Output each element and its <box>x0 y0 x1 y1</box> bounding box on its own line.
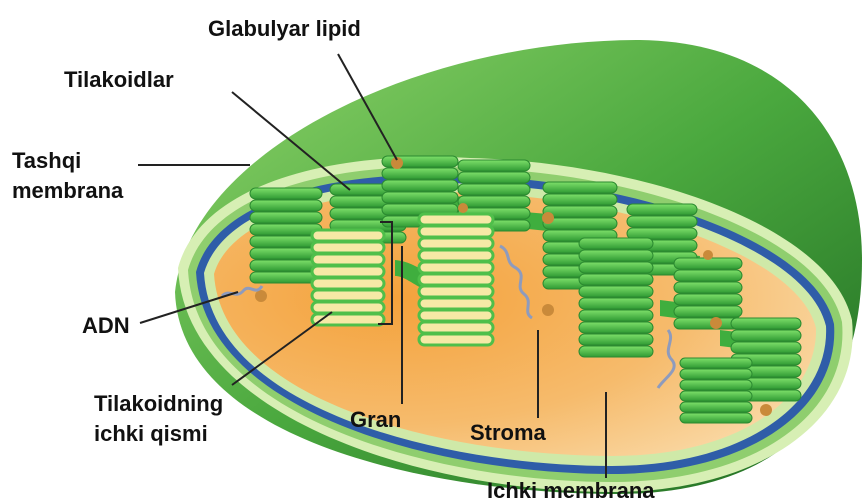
thylakoid-disc <box>312 266 384 277</box>
label-tilakoid-ichki-2: ichki qismi <box>94 421 208 446</box>
thylakoid-disc <box>419 274 493 285</box>
thylakoid-disc <box>419 334 493 345</box>
thylakoid-disc <box>674 306 742 317</box>
label-glabulyar-lipid: Glabulyar lipid <box>208 16 361 41</box>
thylakoid-disc <box>312 278 384 289</box>
thylakoid-disc <box>579 346 653 357</box>
label-ichki-membrana: Ichki membrana <box>487 478 655 502</box>
label-tashqi-membrana-1: Tashqi <box>12 148 81 173</box>
thylakoid-disc <box>579 286 653 297</box>
thylakoid-disc <box>543 182 617 193</box>
thylakoid-disc <box>680 369 752 379</box>
thylakoid-disc <box>731 330 801 341</box>
thylakoid-disc <box>382 168 458 179</box>
thylakoid-disc <box>382 180 458 191</box>
lipid-droplet <box>255 290 267 302</box>
lipid-droplet <box>542 212 554 224</box>
thylakoid-disc <box>680 380 752 390</box>
thylakoid-disc <box>458 160 530 171</box>
thylakoid-disc <box>579 298 653 309</box>
thylakoid-disc <box>250 200 322 211</box>
thylakoid-disc <box>312 302 384 313</box>
thylakoid-disc <box>419 226 493 237</box>
lipid-droplet <box>710 317 722 329</box>
label-tilakoid-ichki-1: Tilakoidning <box>94 391 223 416</box>
lipid-droplet <box>703 250 713 260</box>
thylakoid-disc <box>674 294 742 305</box>
thylakoid-disc <box>419 262 493 273</box>
thylakoid-disc <box>680 413 752 423</box>
thylakoid-disc <box>419 214 493 225</box>
thylakoid-disc <box>579 322 653 333</box>
thylakoid-disc <box>419 322 493 333</box>
granum-stack-open <box>419 214 493 345</box>
thylakoid-disc <box>680 391 752 401</box>
thylakoid-disc <box>458 172 530 183</box>
lipid-droplet <box>542 304 554 316</box>
thylakoid-disc <box>579 250 653 261</box>
thylakoid-disc <box>419 286 493 297</box>
lipid-droplet <box>458 203 468 213</box>
thylakoid-disc <box>543 206 617 217</box>
thylakoid-disc <box>627 216 697 227</box>
thylakoid-disc <box>419 310 493 321</box>
thylakoid-disc <box>312 242 384 253</box>
granum-stack-open <box>312 230 384 325</box>
thylakoid-disc <box>579 274 653 285</box>
thylakoid-disc <box>731 318 801 329</box>
thylakoid-disc <box>458 184 530 195</box>
thylakoid-disc <box>419 250 493 261</box>
thylakoid-disc <box>579 310 653 321</box>
thylakoid-disc <box>680 358 752 368</box>
granum-stack <box>579 238 653 357</box>
thylakoid-disc <box>250 212 322 223</box>
granum-stack <box>680 358 752 423</box>
label-stroma: Stroma <box>470 420 547 445</box>
thylakoid-disc <box>543 194 617 205</box>
label-gran: Gran <box>350 407 401 432</box>
thylakoid-disc <box>419 238 493 249</box>
label-tilakoidlar: Tilakoidlar <box>64 67 174 92</box>
thylakoid-disc <box>312 230 384 241</box>
thylakoid-disc <box>579 238 653 249</box>
thylakoid-disc <box>419 298 493 309</box>
thylakoid-disc <box>674 282 742 293</box>
thylakoid-disc <box>680 402 752 412</box>
thylakoid-disc <box>579 334 653 345</box>
lipid-droplet <box>760 404 772 416</box>
thylakoid-disc <box>674 270 742 281</box>
label-tashqi-membrana-2: membrana <box>12 178 124 203</box>
thylakoid-disc <box>312 290 384 301</box>
label-adn: ADN <box>82 313 130 338</box>
thylakoid-disc <box>312 254 384 265</box>
thylakoid-disc <box>382 192 458 203</box>
thylakoid-disc <box>458 196 530 207</box>
thylakoid-disc <box>579 262 653 273</box>
thylakoid-disc <box>250 188 322 199</box>
thylakoid-disc <box>627 204 697 215</box>
thylakoid-disc <box>543 218 617 229</box>
thylakoid-disc <box>627 228 697 239</box>
granum-stack <box>674 258 742 329</box>
thylakoid-disc <box>731 342 801 353</box>
